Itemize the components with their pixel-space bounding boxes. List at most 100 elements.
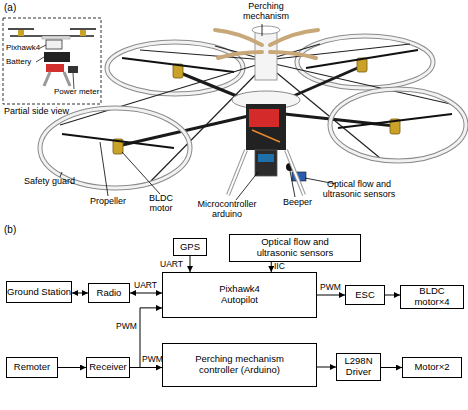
inset-motor — [80, 30, 86, 36]
landing-leg — [286, 150, 304, 195]
inset-leg — [44, 72, 50, 86]
signal-arrow — [271, 262, 272, 272]
signal-label: IIC — [274, 262, 285, 271]
safety-guard — [297, 36, 433, 88]
block-text: Optical flow and ultrasonic sensors — [247, 237, 343, 259]
block-box: Motor×2 — [402, 357, 462, 378]
arduino-chip — [258, 154, 274, 162]
block-text: Motor×2 — [414, 362, 449, 373]
part-label: Partial side view — [4, 107, 84, 117]
leader-line — [36, 57, 44, 62]
signal-arrow — [130, 367, 162, 368]
block-box: Ground Station — [6, 281, 72, 303]
guard-strut — [266, 44, 410, 60]
block-text: Receiver — [89, 362, 127, 373]
inset-power-meter — [68, 66, 78, 73]
part-label: Perching mechanism — [236, 2, 296, 22]
inset-plate — [42, 36, 70, 39]
leader-line — [262, 24, 263, 36]
signal-label: UART — [134, 281, 157, 290]
leader-line — [100, 142, 108, 196]
signal-arrow — [130, 293, 162, 294]
signal-arrow — [381, 367, 402, 368]
inset-motor — [18, 30, 24, 36]
propeller-blade — [62, 134, 174, 148]
block-box: Radio — [88, 283, 130, 303]
perching-body — [255, 30, 277, 80]
block-box: GPS — [173, 238, 207, 256]
signal-arrow — [317, 367, 336, 368]
inset-board — [46, 64, 64, 72]
part-label: Pixhawk4 — [6, 44, 40, 53]
electronics-stack — [246, 104, 286, 150]
propeller-blade — [306, 50, 418, 68]
perching-claw — [218, 52, 262, 58]
part-label: Beeper — [283, 198, 312, 208]
block-text: GPS — [180, 242, 200, 253]
signal-arrow — [385, 295, 400, 296]
motor-arm — [118, 112, 266, 146]
block-text: Ground Station — [7, 287, 71, 298]
signal-arrow — [58, 367, 86, 368]
block-text: Remoter — [14, 362, 50, 373]
leader-line — [236, 172, 258, 200]
leader-line — [290, 171, 295, 197]
circuit-board — [249, 109, 279, 127]
block-box: Optical flow and ultrasonic sensors — [229, 234, 361, 262]
safety-guard — [330, 89, 466, 161]
part-label: Propeller — [90, 197, 126, 207]
safety-guard — [40, 108, 190, 188]
block-box: Perching mechanism controller (Arduino) — [162, 343, 317, 387]
arduino-board — [255, 150, 277, 176]
part-label: BLDC motor — [144, 194, 178, 214]
block-text: Pixhawk4 Autopilot — [205, 284, 275, 306]
signal-label: PWM — [116, 322, 137, 331]
panel-label: (b) — [4, 224, 16, 235]
part-label: Battery — [6, 58, 31, 67]
landing-leg — [228, 150, 246, 195]
leader-line — [40, 45, 46, 48]
inset-propeller — [70, 28, 96, 30]
part-label: Microcontroller arduino — [190, 200, 264, 220]
inset-propeller — [8, 28, 34, 30]
signal-label: PWM — [320, 283, 341, 292]
perching-claw — [270, 30, 318, 45]
panel-label: (a) — [4, 2, 16, 13]
inset-pixhawk — [46, 40, 62, 49]
safety-guard — [107, 42, 243, 94]
leader-line — [73, 73, 74, 89]
inset-leg — [64, 72, 70, 86]
safety-guard — [297, 36, 433, 88]
signal-arrow — [190, 256, 191, 272]
safety-guard — [330, 89, 466, 161]
inset-frame — [3, 18, 101, 104]
block-text: ESC — [355, 290, 375, 301]
block-text: L298N Driver — [339, 356, 379, 378]
block-box: Remoter — [6, 357, 58, 378]
block-box: L298N Driver — [336, 353, 381, 381]
block-text: Perching mechanism controller (Arduino) — [182, 354, 297, 376]
perching-claw — [215, 30, 262, 45]
inset-battery — [44, 52, 70, 62]
block-box: Pixhawk4 Autopilot — [162, 272, 317, 318]
block-box: Receiver — [86, 357, 130, 378]
signal-arrow — [72, 293, 88, 294]
landing-leg — [286, 150, 304, 195]
block-box: ESC — [345, 285, 385, 305]
perching-claw — [270, 52, 316, 58]
landing-leg — [228, 150, 246, 195]
block-box: BLDC motor×4 — [400, 285, 464, 309]
signal-label: PWM — [142, 355, 163, 364]
propeller-blade — [122, 58, 234, 72]
wire — [252, 130, 280, 142]
signal-arrow — [317, 295, 345, 296]
perching-top — [252, 26, 280, 34]
signal-label: UART — [160, 260, 183, 269]
part-label: Optical flow and ultrasonic sensors — [318, 180, 400, 200]
propeller-blade — [338, 114, 452, 128]
block-text: Radio — [97, 288, 122, 299]
block-text: BLDC motor×4 — [401, 286, 463, 308]
